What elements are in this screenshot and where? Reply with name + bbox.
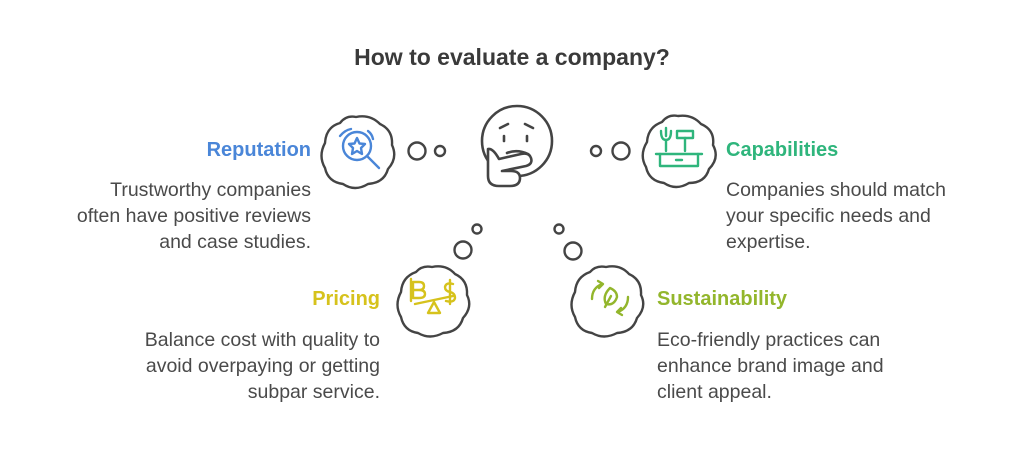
description-line: Trustworthy companies xyxy=(110,179,311,201)
description-line: often have positive reviews xyxy=(76,205,311,227)
description-line: client appeal. xyxy=(657,381,772,403)
balance-scale-currency-icon xyxy=(409,277,457,315)
page-title: How to evaluate a company? xyxy=(354,44,670,70)
capabilities-heading: Capabilities xyxy=(726,139,839,161)
description-line: Eco-friendly practices can xyxy=(657,329,881,351)
pricing-description: Balance cost with quality to avoid overp… xyxy=(145,327,380,405)
description-line: enhance brand image and xyxy=(657,355,884,377)
pricing-cloud xyxy=(396,265,471,338)
description-line: subpar service. xyxy=(247,381,380,403)
pricing-heading: Pricing xyxy=(312,288,380,310)
thinking-face-icon xyxy=(480,104,554,188)
magnifier-star-icon xyxy=(338,127,381,170)
capabilities-cloud xyxy=(641,114,717,189)
description-line: Companies should match xyxy=(726,179,947,201)
reputation-description: Trustworthy companies often have positiv… xyxy=(77,177,311,255)
reputation-cloud xyxy=(320,115,396,190)
reputation-heading: Reputation xyxy=(206,139,311,161)
description-line: Balance cost with quality to xyxy=(144,329,380,351)
description-line: expertise. xyxy=(726,231,811,253)
recycle-leaf-icon xyxy=(590,279,630,317)
description-line: your specific needs and xyxy=(726,205,931,227)
toolbox-icon xyxy=(654,126,704,168)
description-line: and case studies. xyxy=(159,231,311,253)
thought-bubbles xyxy=(407,141,631,261)
capabilities-description: Companies should match your specific nee… xyxy=(726,177,946,255)
sustainability-heading: Sustainability xyxy=(657,288,788,310)
sustainability-description: Eco-friendly practices can enhance brand… xyxy=(657,327,884,405)
sustainability-cloud xyxy=(570,265,645,338)
description-line: avoid overpaying or getting xyxy=(145,355,380,377)
